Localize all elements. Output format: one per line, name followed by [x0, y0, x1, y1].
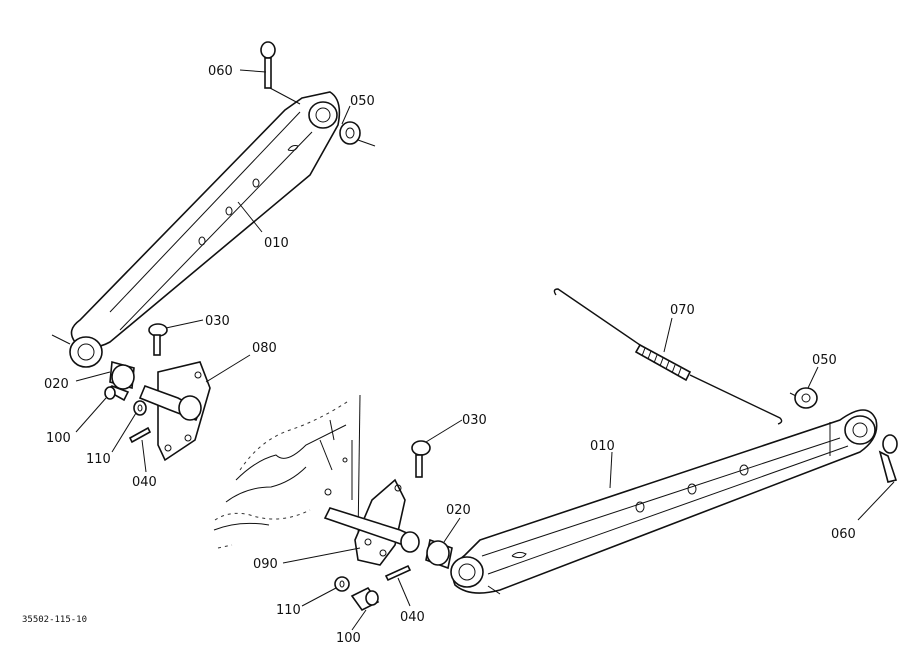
label-020-left: 020: [44, 377, 69, 392]
link-eye-bottom: [69, 336, 103, 368]
link-eye-right: [844, 415, 876, 445]
label-030-left: 030: [205, 314, 230, 329]
clevis-pin-left: [148, 323, 168, 356]
bolt-bottom: [350, 586, 380, 612]
label-050-right: 050: [812, 353, 837, 368]
link-eye-left: [450, 556, 484, 588]
label-080: 080: [252, 341, 277, 356]
label-010-right: 010: [590, 439, 615, 454]
label-040-bottom: 040: [400, 610, 425, 625]
right-lower-link: [450, 409, 878, 594]
label-100-left: 100: [46, 431, 71, 446]
bolt-left: [104, 385, 130, 402]
left-lower-link: [69, 91, 341, 368]
lynch-pin-top-left: [260, 41, 276, 89]
label-060-top: 060: [208, 64, 233, 79]
washer-top-left: [339, 121, 361, 145]
washer-right: [794, 387, 818, 409]
label-110-bottom: 110: [276, 603, 301, 618]
link-eye-top: [308, 101, 338, 129]
label-100-bottom: 100: [336, 631, 361, 646]
label-030-mid: 030: [462, 413, 487, 428]
bracket-090: [323, 478, 420, 566]
diagram-code: 35502-115-10: [22, 615, 87, 625]
label-050-top: 050: [350, 94, 375, 109]
bushing-left: [109, 360, 135, 390]
label-060-right: 060: [831, 527, 856, 542]
label-020-mid: 020: [446, 503, 471, 518]
label-110-left: 110: [86, 452, 111, 467]
nut-left: [133, 400, 147, 416]
leader-lines: [51, 69, 895, 631]
cotter-pin-bottom: [384, 564, 412, 582]
label-090: 090: [253, 557, 278, 572]
bushing-mid: [425, 538, 453, 570]
check-chain-spring-rod: [553, 288, 783, 425]
nut-bottom: [334, 576, 350, 592]
label-070: 070: [670, 303, 695, 318]
lynch-pin-right: [878, 434, 898, 483]
part-number-labels: 060 050 010 030 080 020 100 110 040 070 …: [22, 64, 856, 646]
bracket-080: [138, 361, 211, 462]
clevis-pin-mid: [411, 440, 431, 478]
label-010-top: 010: [264, 236, 289, 251]
cotter-pin-left: [128, 426, 152, 444]
label-040-left: 040: [132, 475, 157, 490]
tractor-frame-outline: [213, 394, 361, 549]
